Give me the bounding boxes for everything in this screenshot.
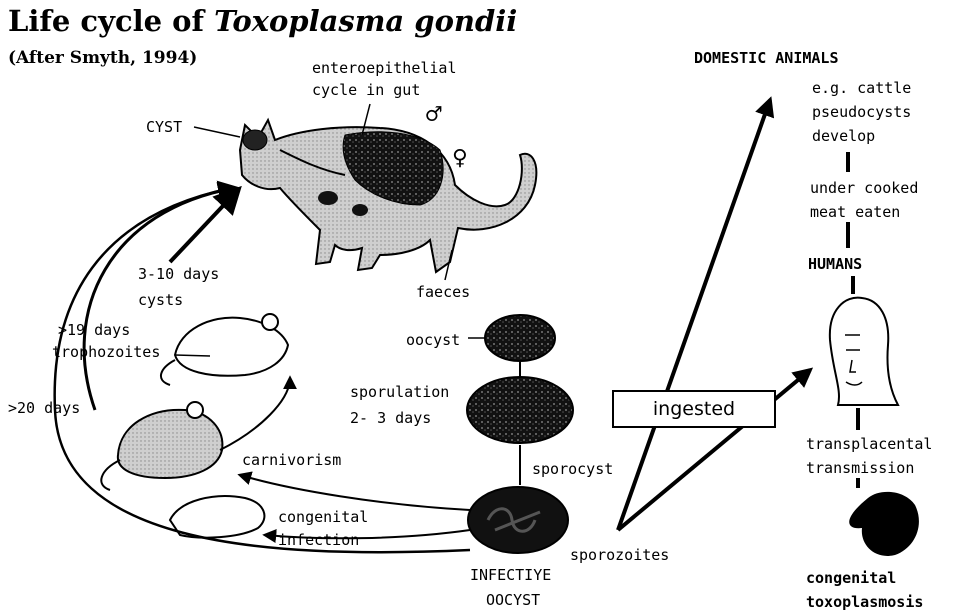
label-trophozoites: trophozoites (52, 342, 160, 362)
label-develop: develop (812, 126, 875, 146)
arrow-carnivorism (220, 378, 290, 450)
label-eg-cattle: e.g. cattle (812, 78, 911, 98)
arrow-cysts-to-cat (170, 190, 238, 262)
human-head-illustration (830, 298, 898, 405)
label-oocyst: oocyst (406, 330, 460, 350)
label-congenital-bold: congenital (806, 568, 896, 588)
arrow-oocyst-to-mouse (240, 475, 470, 510)
rat-illustration (161, 314, 288, 385)
female-symbol: ♀ (452, 148, 468, 168)
label-infective-oocyst: OOCYST (486, 590, 540, 610)
page-subtitle: (After Smyth, 1994) (8, 48, 197, 68)
label-infection: infection (278, 530, 359, 550)
label-sporulation-days: 2- 3 days (350, 408, 431, 428)
label-domestic-animals: DOMESTIC ANIMALS (694, 48, 839, 68)
label-19-days: >19 days (58, 320, 130, 340)
label-sporozoites: sporozoites (570, 545, 669, 565)
label-transplacental: transplacental (806, 434, 932, 454)
label-sporulation: sporulation (350, 382, 449, 402)
label-toxoplasmosis: toxoplasmosis (806, 592, 923, 612)
label-cycle-in-gut: cycle in gut (312, 80, 420, 100)
label-humans: HUMANS (808, 254, 862, 274)
label-sporocyst: sporocyst (532, 459, 613, 479)
male-symbol: ♂ (426, 105, 442, 125)
label-cyst: CYST (146, 117, 182, 137)
page-title: Life cycle of Toxoplasma gondii (8, 4, 517, 38)
label-faeces: faeces (416, 282, 470, 302)
label-cysts: cysts (138, 290, 183, 310)
label-20-days: >20 days (8, 398, 80, 418)
baby-mouse-illustration (170, 496, 264, 538)
ingested-box: ingested (612, 390, 776, 428)
label-carnivorism: carnivorism (242, 450, 341, 470)
label-pseudocysts: pseudocysts (812, 102, 911, 122)
mouse-illustration (101, 402, 222, 490)
oocyst-shape (485, 315, 555, 361)
label-enteroepithelial: enteroepithelial (312, 58, 457, 78)
label-3-10-days: 3-10 days (138, 264, 219, 284)
label-meat-eaten: meat eaten (810, 202, 900, 222)
cat-illustration (240, 120, 536, 272)
sporulating-oocyst-shape (467, 377, 573, 443)
label-congenital: congenital (278, 507, 368, 527)
label-infective: INFECTIYE (470, 565, 551, 585)
label-transmission: transmission (806, 458, 914, 478)
label-under-cooked: under cooked (810, 178, 918, 198)
fetus-illustration (849, 492, 919, 556)
